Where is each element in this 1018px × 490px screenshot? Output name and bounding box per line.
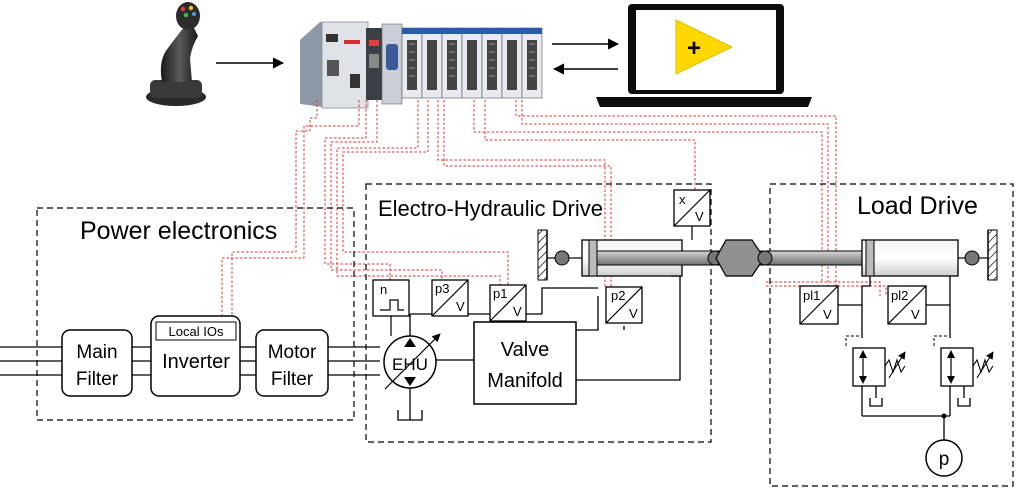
valve-manifold-label-1: Valve — [501, 339, 550, 361]
sensor-n: n — [372, 279, 410, 336]
inverter-block: Local IOs Inverter — [150, 315, 241, 397]
load-drive-title: Load Drive — [857, 192, 978, 220]
sensor-x: x V — [673, 189, 711, 240]
ehu-label: EHU — [392, 355, 428, 374]
pressure-source-label: p — [939, 449, 950, 470]
labview-logo-icon: + — [675, 19, 734, 75]
sensor-pl1-unit: V — [823, 307, 832, 322]
load-hydraulic-lines — [838, 276, 965, 440]
inverter-label: Inverter — [162, 351, 230, 373]
sensor-pl1-label: pl1 — [803, 288, 820, 303]
power-electronics-region — [36, 207, 355, 421]
load-drive-region — [769, 183, 1014, 487]
electro-hydraulic-drive-title: Electro-Hydraulic Drive — [378, 196, 603, 221]
sensor-p3: p3 V — [431, 279, 469, 317]
laptop-icon: + — [596, 4, 812, 107]
motor-filter-label-2: Filter — [271, 369, 314, 390]
power-electronics-title: Power electronics — [80, 217, 277, 245]
sensor-pl2: pl2 V — [887, 285, 927, 325]
sensor-pl2-label: pl2 — [891, 288, 908, 303]
three-phase-lines — [0, 346, 380, 376]
sensor-p1-label: p1 — [493, 286, 507, 301]
sensor-p2-unit: V — [629, 306, 638, 321]
signal-wires — [221, 100, 887, 318]
motor-filter-block: Motor Filter — [255, 329, 329, 397]
sensor-pl2-unit: V — [911, 307, 920, 322]
load-cylinder — [861, 229, 998, 281]
load-valve-1 — [845, 335, 906, 407]
joystick-icon — [146, 2, 206, 106]
sensor-p1-unit: V — [513, 304, 522, 319]
junction-dot — [941, 413, 947, 419]
motor-filter-label-1: Motor — [268, 342, 317, 363]
pressure-source: p — [925, 439, 963, 477]
sensor-n-label: n — [380, 282, 387, 297]
sensor-p3-unit: V — [456, 299, 465, 314]
valve-manifold-block: Valve Manifold — [473, 321, 577, 405]
sensor-p3-label: p3 — [435, 281, 449, 296]
sensor-pl1: pl1 V — [799, 285, 839, 325]
sensor-p2-label: p2 — [611, 288, 625, 303]
load-valve-2 — [933, 335, 994, 407]
electro-hydraulic-drive-region — [365, 183, 712, 443]
sensor-x-unit: V — [695, 209, 704, 224]
sensor-p1: p1 V — [489, 284, 527, 322]
force-coupling — [707, 239, 773, 277]
labview-symbol: + — [687, 35, 701, 62]
ehu-motor-pump: EHU — [383, 313, 542, 421]
sensor-p2: p2 V — [605, 286, 643, 324]
main-filter-label-1: Main — [76, 342, 117, 363]
local-ios-label: Local IOs — [169, 324, 224, 339]
main-filter-block: Main Filter — [61, 329, 133, 397]
compactrio-controller-icon — [300, 21, 543, 109]
main-filter-label-2: Filter — [76, 369, 119, 390]
valve-manifold-label-2: Manifold — [487, 370, 563, 392]
sensor-x-label: x — [679, 192, 686, 207]
